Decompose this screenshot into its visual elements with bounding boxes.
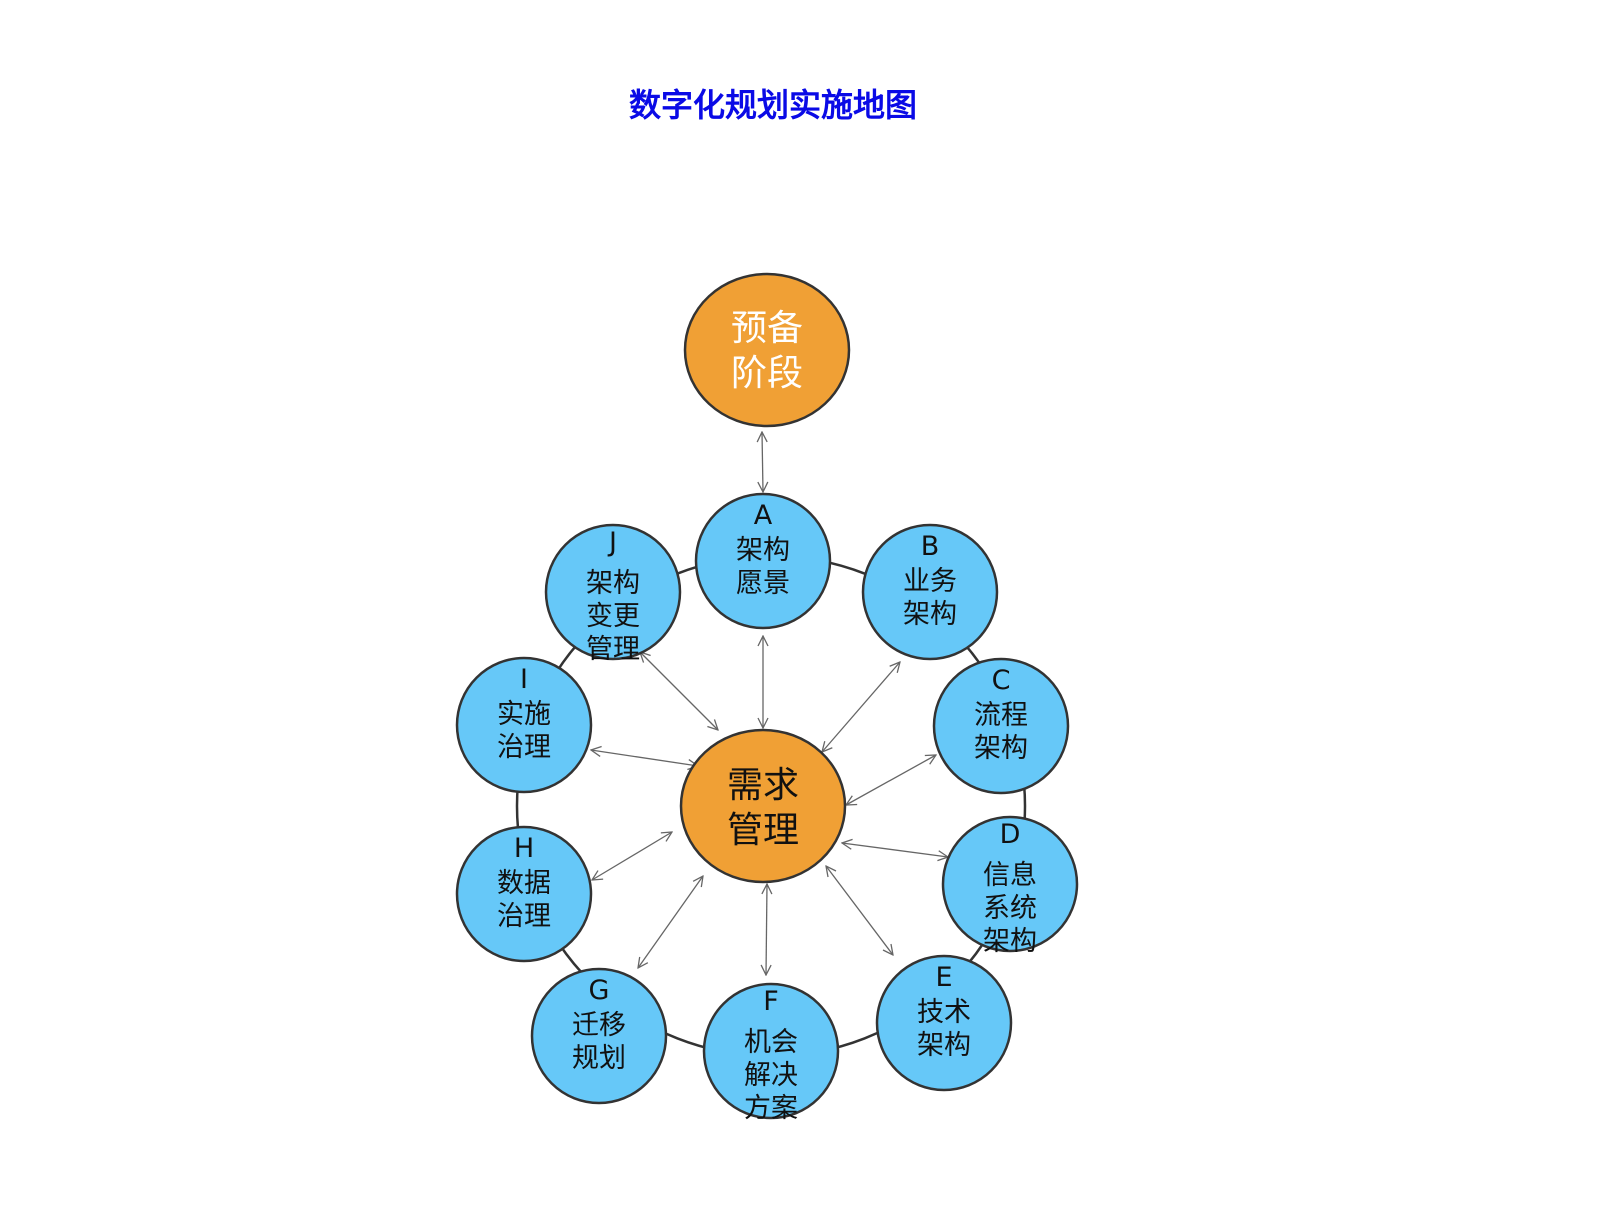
node-label-line: 架构 [983, 926, 1037, 957]
node-label-line: 迁移 [572, 1010, 626, 1041]
node-letter: H [514, 833, 534, 864]
bidirectional-arrow [846, 755, 936, 805]
node-letter: A [754, 500, 773, 531]
bidirectional-arrow [592, 832, 672, 880]
node-label-line: 治理 [497, 732, 551, 763]
bidirectional-arrow [638, 876, 703, 968]
node-label-line: 系统 [983, 893, 1037, 924]
node-letter: C [992, 665, 1011, 696]
node-letter: I [520, 664, 528, 695]
node-label-line: 规划 [572, 1043, 626, 1074]
node-label-line: 机会 [744, 1027, 798, 1058]
node-label-line: 架构 [974, 733, 1028, 764]
node-label-line: 架构 [917, 1030, 971, 1061]
node-letter: J [607, 527, 617, 558]
bidirectional-arrow [842, 843, 948, 857]
node-label-line: 数据 [497, 868, 551, 899]
center-node[interactable]: 需求 管理 [679, 728, 847, 884]
node-letter: D [1000, 819, 1021, 850]
node-label-line: 业务 [903, 566, 957, 597]
node-letter: F [763, 986, 779, 1017]
node-letter: G [589, 975, 610, 1006]
node-label-line: 实施 [497, 699, 551, 730]
bidirectional-arrow [591, 750, 698, 766]
node-label-line: 变更 [586, 601, 640, 632]
node-label-line: 信息 [983, 860, 1037, 891]
bidirectional-arrow [826, 866, 893, 955]
prep-node[interactable]: 预备 阶段 [683, 272, 851, 428]
bidirectional-arrow [822, 662, 900, 752]
node-letter: E [935, 962, 952, 993]
node-label-line: 愿景 [736, 568, 790, 599]
node-label-line: 方案 [744, 1093, 798, 1124]
node-label-line: 架构 [736, 535, 790, 566]
node-label-line: 架构 [903, 599, 957, 630]
node-label-line: 技术 [917, 997, 971, 1028]
diagram-title: 数字化规划实施地图 [628, 86, 917, 124]
bidirectional-arrow [762, 432, 763, 492]
node-label-line: 架构 [586, 568, 640, 599]
prep-label-line: 阶段 [731, 353, 803, 394]
node-label-line: 流程 [974, 700, 1028, 731]
node-label-line: 治理 [497, 901, 551, 932]
bidirectional-arrow [766, 884, 767, 975]
center-label-line: 管理 [727, 810, 799, 851]
prep-label-line: 预备 [731, 308, 803, 349]
bidirectional-arrow [640, 652, 718, 730]
center-label-line: 需求 [727, 765, 799, 806]
node-label-line: 解决 [744, 1060, 798, 1091]
node-label-line: 管理 [586, 634, 640, 665]
node-letter: B [921, 531, 940, 562]
